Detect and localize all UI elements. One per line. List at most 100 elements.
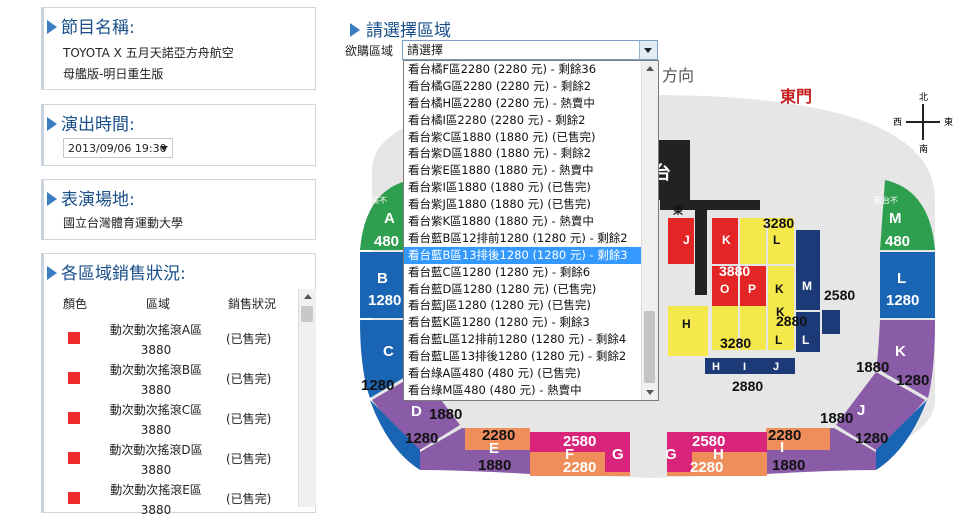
area-select[interactable]: 請選擇 xyxy=(402,40,658,60)
section-E-orange[interactable] xyxy=(465,428,530,450)
dropdown-option[interactable]: 看台藍D區1280 (1280 元) (已售完) xyxy=(408,281,597,296)
sales-scrollbar[interactable] xyxy=(298,289,316,507)
dropdown-option[interactable]: 看台藍L區12排前1280 (1280 元) - 剩餘4 xyxy=(408,332,627,347)
floor-yellow-M[interactable] xyxy=(768,218,794,264)
price-3280-top: 3280 xyxy=(763,215,794,231)
select-area-title: 請選擇區域 xyxy=(350,16,451,41)
color-swatch xyxy=(68,492,80,504)
dropdown-option[interactable]: 看台紫I區1880 (1880 元) (已售完) xyxy=(408,180,591,195)
dropdown-option[interactable]: 看台橘G區2280 (2280 元) - 剩餘2 xyxy=(408,78,592,93)
floor-yellow-K[interactable] xyxy=(768,266,794,306)
color-swatch xyxy=(68,412,80,424)
floor-label-J3: J xyxy=(773,361,779,373)
sales-status: (已售完) xyxy=(226,372,272,386)
section-L[interactable] xyxy=(880,252,935,318)
dropdown-option[interactable]: 看台橘I區2280 (2280 元) - 剩餘2 xyxy=(408,112,586,127)
dropdown-option[interactable]: 看台紫K區1880 (1880 元) - 熱賣中 xyxy=(408,214,594,229)
section-D[interactable] xyxy=(372,372,460,450)
floor-navy-M[interactable] xyxy=(796,230,820,310)
label-H: H xyxy=(713,446,724,463)
floor-label-H: H xyxy=(682,317,691,331)
scroll-thumb[interactable] xyxy=(301,306,313,322)
area-select-button[interactable] xyxy=(639,41,657,59)
dropdown-scrollbar[interactable] xyxy=(641,61,658,400)
section-G-right[interactable] xyxy=(667,432,692,472)
triangle-icon xyxy=(47,266,57,280)
floor-N[interactable] xyxy=(712,266,738,306)
price-I: 1880 xyxy=(820,410,853,427)
dropdown-option[interactable]: 看台紫C區1880 (1880 元) (已售完) xyxy=(408,129,596,144)
dropdown-option[interactable]: 看台紫E區1880 (1880 元) - 熱賣中 xyxy=(408,163,594,178)
dropdown-option[interactable]: 看台藍C區1280 (1280 元) - 剩餘6 xyxy=(408,264,591,279)
sales-panel: 各區域銷售狀況: xyxy=(41,253,316,513)
price-L: 1280 xyxy=(886,292,919,309)
floor-label-L2: L xyxy=(775,333,782,347)
corner-right-label: 看台不 xyxy=(874,195,898,205)
dropdown-option[interactable]: 看台紫J區1880 (1880 元) (已售完) xyxy=(408,197,591,212)
triangle-icon xyxy=(350,23,360,37)
price-F-bottom: 2280 xyxy=(563,459,596,476)
color-swatch xyxy=(68,372,80,384)
dropdown-option[interactable]: 看台藍B區13排後1280 (1280 元) - 剩餘3 xyxy=(404,246,658,264)
floor-label-M: M xyxy=(802,279,812,293)
price-E-orange: 2280 xyxy=(482,427,515,444)
runway-cross xyxy=(660,200,760,210)
price-2580-right: 2580 xyxy=(824,287,855,303)
label-A: A xyxy=(384,210,395,227)
section-F[interactable] xyxy=(530,432,605,452)
sales-status: (已售完) xyxy=(226,452,272,466)
price-I-orange: 2280 xyxy=(768,427,801,444)
price-E: 1880 xyxy=(478,457,511,474)
section-A[interactable] xyxy=(360,180,416,250)
floor-O[interactable] xyxy=(740,266,766,306)
dropdown-option[interactable]: 看台藍J區1280 (1280 元) (已售完) xyxy=(408,298,591,313)
dropdown-option[interactable]: 看台藍L區13排後1280 (1280 元) - 剩餘2 xyxy=(408,349,627,364)
section-I-orange[interactable] xyxy=(766,428,830,450)
price-F-top: 2580 xyxy=(563,433,596,450)
dropdown-option[interactable]: 看台藍K區1280 (1280 元) - 剩餘3 xyxy=(408,315,590,330)
area-dropdown-list[interactable]: 看台橘F區2280 (2280 元) - 剩餘36 看台橘G區2280 (2280… xyxy=(403,60,659,401)
label-G-left: G xyxy=(612,446,624,463)
color-swatch xyxy=(68,332,80,344)
floor-yellow-H[interactable] xyxy=(668,306,708,356)
floor-K-red[interactable] xyxy=(712,218,738,264)
dropdown-option[interactable]: 看台橘H區2280 (2280 元) - 熱賣中 xyxy=(408,95,595,110)
floor-navy-L[interactable] xyxy=(796,312,820,352)
floor-yellow-I[interactable] xyxy=(712,306,738,350)
scroll-up-icon[interactable] xyxy=(646,66,654,71)
section-D-blue[interactable] xyxy=(370,400,420,470)
dropdown-option[interactable]: 看台藍B區12排前1280 (1280 元) - 剩餘2 xyxy=(408,230,628,245)
col-header-status: 銷售狀況 xyxy=(228,297,277,311)
scroll-down-icon[interactable] xyxy=(646,390,654,395)
buy-area-label: 欲購區域 xyxy=(345,44,394,58)
floor-J[interactable] xyxy=(668,218,694,264)
color-swatch xyxy=(68,452,80,464)
scroll-thumb[interactable] xyxy=(644,311,655,383)
section-K[interactable] xyxy=(876,320,935,398)
dropdown-option[interactable]: 看台綠M區480 (480 元) - 熱賣中 xyxy=(408,382,582,397)
floor-yellow-KL[interactable] xyxy=(768,306,794,350)
section-G-left[interactable] xyxy=(605,432,630,472)
price-2880-bottom: 2880 xyxy=(732,378,763,394)
section-M[interactable] xyxy=(880,180,935,250)
direction-label: 方向 xyxy=(662,66,694,85)
dropdown-option[interactable]: 看台綠A區480 (480 元) (已售完) xyxy=(408,366,581,381)
col-header-color: 顏色 xyxy=(63,297,88,311)
showtime-select[interactable]: 2013/09/06 19:30 xyxy=(63,138,173,158)
section-J-blue[interactable] xyxy=(876,400,927,470)
section-B[interactable] xyxy=(360,252,416,318)
floor-navy-K[interactable] xyxy=(822,310,840,334)
dropdown-option[interactable]: 看台紫D區1880 (1880 元) - 剩餘2 xyxy=(408,146,591,161)
section-J[interactable] xyxy=(836,372,925,450)
dropdown-option[interactable]: 看台橘F區2280 (2280 元) - 剩餘36 xyxy=(408,62,597,76)
section-H[interactable] xyxy=(692,432,767,452)
floor-yellow-L[interactable] xyxy=(740,218,766,264)
floor-yellow-J[interactable] xyxy=(740,306,766,350)
floor-navy-row[interactable] xyxy=(705,358,795,374)
floor-label-H2: H xyxy=(712,361,720,373)
scroll-up-icon[interactable] xyxy=(304,294,312,299)
